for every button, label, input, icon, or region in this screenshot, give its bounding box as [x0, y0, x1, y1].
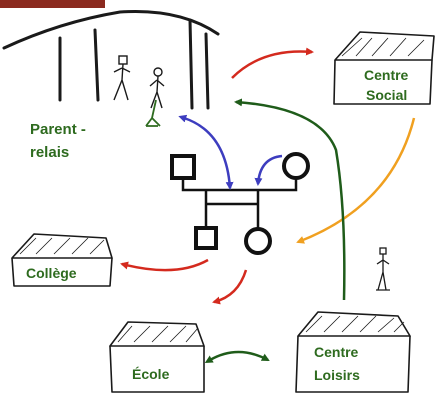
arrow-son-to-college: [120, 258, 209, 272]
descent-line: [204, 190, 260, 204]
parent-relais-figure-icon: [145, 99, 161, 127]
centre-social-building: [333, 31, 435, 105]
centre-social-label-line1: Centre: [364, 67, 409, 83]
arrow-to-mother: [254, 154, 283, 186]
stick-figure-icon: [113, 55, 131, 101]
centre-loisirs-building: [295, 311, 411, 393]
son-square-icon: [194, 226, 218, 250]
stick-figure-icon: [149, 67, 165, 109]
arrow-house-to-centre-social: [231, 47, 314, 79]
marriage-line: [181, 178, 298, 192]
college-label: Collège: [26, 265, 77, 281]
stick-figure-icon: [376, 247, 390, 291]
parent-relais-label-line1: Parent -: [30, 121, 86, 138]
family-genogram: [170, 152, 310, 255]
arrow-ecole-loisirs: [204, 350, 270, 363]
parent-relais-house: [2, 10, 220, 110]
daughter-circle-icon: [244, 227, 272, 255]
college-building: [11, 233, 113, 287]
arrow-daughter-to-ecole: [212, 269, 248, 305]
arrow-parent-relais-father: [178, 114, 234, 190]
centre-loisirs-label-line2: Loisirs: [314, 367, 360, 383]
centre-social-label-line2: Social: [366, 87, 407, 103]
father-square-icon: [170, 154, 196, 180]
mother-circle-icon: [282, 152, 310, 180]
parent-relais-label-line2: relais: [30, 144, 69, 161]
centre-loisirs-label-line1: Centre: [314, 344, 359, 360]
arrow-loisirs-to-parent-relais: [234, 98, 346, 301]
ecole-building: [109, 321, 205, 393]
corner-image-fragment: [0, 0, 105, 8]
arrow-centre-social-to-daughter: [296, 117, 416, 244]
ecole-label: École: [132, 366, 170, 382]
